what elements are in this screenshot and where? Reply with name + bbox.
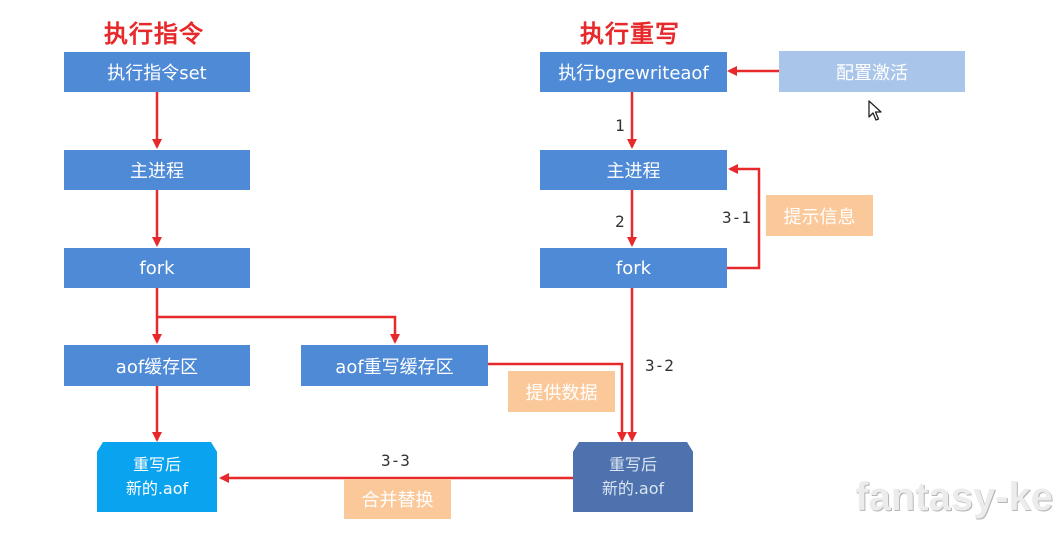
box-aof-rewrite-buffer: aof重写缓存区 xyxy=(301,345,488,386)
file-new-aof-left: 重写后 新的.aof xyxy=(97,442,217,512)
step-label-3-2: 3-2 xyxy=(645,356,674,375)
tag-notify-info: 提示信息 xyxy=(766,195,873,236)
box-fork-left: fork xyxy=(64,248,250,288)
box-config-activate: 配置激活 xyxy=(779,51,965,92)
tag-provide-data: 提供数据 xyxy=(508,371,615,412)
heading-exec-command: 执行指令 xyxy=(104,20,204,48)
box-exec-bgrewriteaof: 执行bgrewriteaof xyxy=(540,52,727,92)
file-new-aof-right: 重写后 新的.aof xyxy=(573,442,693,512)
tag-merge-replace: 合并替换 xyxy=(344,479,451,519)
watermark: fantasy-ke xyxy=(855,475,1053,519)
box-main-process-left: 主进程 xyxy=(64,150,250,190)
step-label-2: 2 xyxy=(615,212,625,231)
box-main-process-right: 主进程 xyxy=(540,150,727,190)
mouse-pointer-icon xyxy=(868,100,882,121)
arrow-rewrite-buffer-to-file xyxy=(488,362,627,442)
heading-exec-rewrite: 执行重写 xyxy=(580,20,680,48)
box-fork-right: fork xyxy=(540,248,727,288)
file-left-line2: 新的.aof xyxy=(125,479,189,498)
arrow-fork-notify-main xyxy=(727,164,761,270)
file-right-line2: 新的.aof xyxy=(601,479,665,498)
file-left-line1: 重写后 xyxy=(132,455,181,474)
box-exec-set: 执行指令set xyxy=(64,52,250,92)
file-right-line1: 重写后 xyxy=(608,455,657,474)
step-label-3-3: 3-3 xyxy=(381,451,410,470)
step-label-1: 1 xyxy=(615,116,625,135)
box-aof-buffer: aof缓存区 xyxy=(64,345,250,386)
step-label-3-1: 3-1 xyxy=(722,208,751,227)
arrow-fork-to-rewrite-buffer xyxy=(157,315,400,344)
